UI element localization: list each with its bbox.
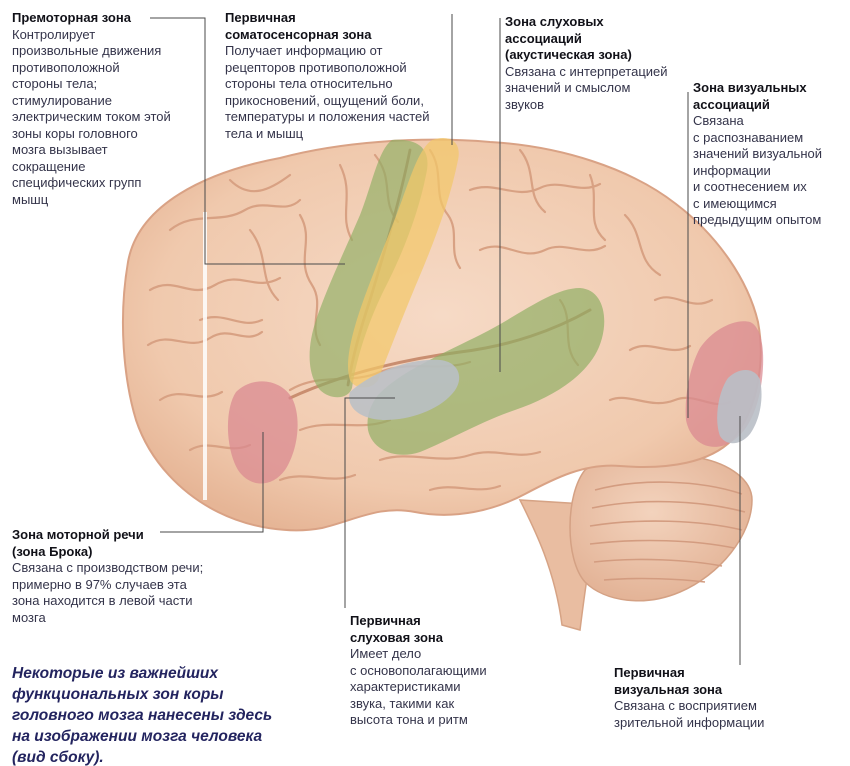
functional-zones — [227, 138, 764, 484]
leader-primary-auditory — [344, 397, 395, 608]
label-auditory-association-zone: Зона слуховых ассоциаций (акустическая з… — [505, 14, 695, 113]
label-visual-association-zone: Зона визуальных ассоциаций Связана с рас… — [693, 80, 845, 229]
label-text: Связана с производством речи; примерно в… — [12, 560, 204, 625]
label-title: Премоторная зона — [12, 10, 131, 25]
cerebellum — [569, 452, 753, 602]
zone-premotor — [309, 139, 428, 398]
leader-broca — [160, 432, 264, 533]
label-somatosensory-zone: Первичная соматосенсорная зона Получает … — [225, 10, 460, 142]
label-text: Связана с интерпретацией значений и смыс… — [505, 63, 668, 112]
label-primary-auditory-zone: Первичная слуховая зона Имеет дело с осн… — [350, 613, 525, 729]
zone-primary-visual — [717, 369, 762, 444]
label-title: Первичная визуальная зона — [614, 665, 723, 697]
label-primary-visual-zone: Первичная визуальная зона Связана с восп… — [614, 665, 794, 731]
label-text: Связана с восприятием зрительной информа… — [614, 698, 765, 730]
zone-auditory-association — [367, 288, 605, 455]
leader-premotor — [150, 17, 345, 265]
label-broca-zone: Зона моторной речи (зона Брока) Связана … — [12, 527, 252, 626]
label-title: Первичная слуховая зона — [350, 613, 443, 645]
zone-primary-auditory — [349, 359, 460, 420]
label-premotor-zone: Премоторная зона Контролирует произвольн… — [12, 10, 202, 208]
label-text: Имеет дело с основополагающими характери… — [350, 646, 487, 727]
leader-lines — [150, 14, 741, 665]
label-title: Зона слуховых ассоциаций (акустическая з… — [505, 14, 632, 62]
label-title: Зона моторной речи (зона Брока) — [12, 527, 144, 559]
label-text: Контролирует произвольные движения проти… — [12, 26, 171, 207]
label-text: Получает информацию от рецепторов против… — [225, 43, 430, 141]
label-text: Связана с распознаванием значений визуал… — [693, 113, 822, 227]
figure-caption: Некоторые из важнейших функциональных зо… — [12, 665, 273, 766]
zone-somatosensory — [348, 138, 459, 388]
label-title: Зона визуальных ассоциаций — [693, 80, 807, 112]
label-title: Первичная соматосенсорная зона — [225, 10, 372, 42]
